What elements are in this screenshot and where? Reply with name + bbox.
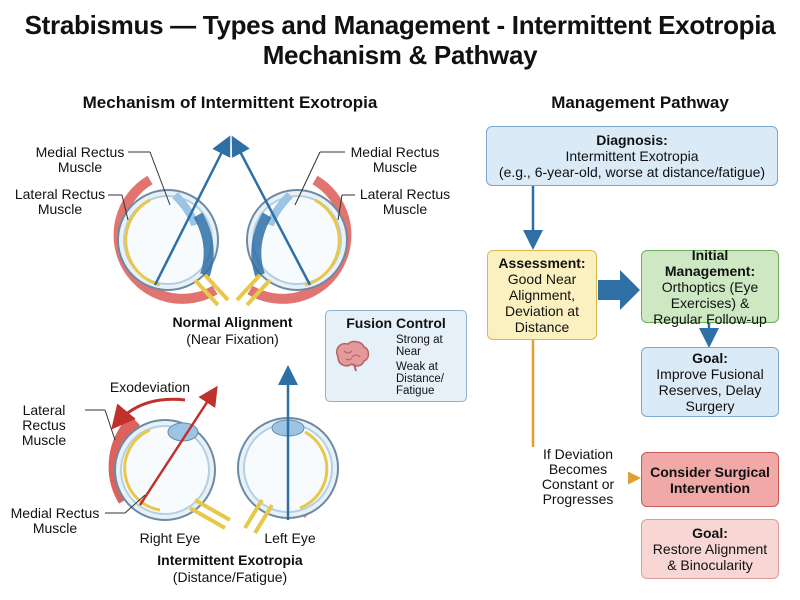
mechanism-heading: Mechanism of Intermittent Exotropia: [82, 93, 378, 112]
assessment-line: Distance: [514, 319, 570, 335]
arrow-assessment-initial: [598, 270, 640, 310]
upper-left-eye: [235, 175, 352, 307]
diagnosis-line1: Intermittent Exotropia: [565, 148, 699, 164]
surgery-line: Intervention: [669, 479, 751, 496]
diagnosis-box: Diagnosis: Intermittent Exotropia (e.g.,…: [486, 126, 778, 186]
assessment-line: Deviation at: [505, 303, 579, 319]
assessment-line: Good Near: [507, 271, 577, 287]
assessment-box: Assessment: Good Near Alignment, Deviati…: [487, 250, 597, 340]
page-title-line2: Mechanism & Pathway: [262, 40, 538, 70]
right-eye-label: Right Eye: [139, 530, 201, 546]
goal-fusional-title: Goal:: [692, 350, 728, 366]
left-eye-label: Left Eye: [264, 530, 316, 546]
fusion-control-title: Fusion Control: [346, 315, 446, 331]
brain-icon: [336, 340, 370, 372]
assessment-line: Alignment,: [508, 287, 576, 303]
goal-fusional-box: Goal: Improve Fusional Reserves, Delay S…: [641, 347, 779, 417]
normal-alignment-caption: Normal Alignment: [172, 314, 293, 330]
page-title: Strabismus — Types and Management - Inte…: [24, 10, 776, 40]
ixt-caption: Intermittent Exotropia: [157, 552, 303, 568]
lower-right-eye: [108, 415, 231, 530]
ixt-subcaption: (Distance/Fatigue): [172, 569, 288, 585]
goal-fusional-line: Surgery: [685, 398, 735, 414]
goal-alignment-box: Goal: Restore Alignment & Binocularity: [641, 519, 779, 579]
deviating-axis-arrow: [138, 385, 218, 506]
assessment-title: Assessment:: [498, 255, 586, 271]
goal-fusional-line: Improve Fusional: [656, 366, 764, 382]
diagnosis-title: Diagnosis:: [596, 132, 668, 148]
goal-fusional-line: Reserves, Delay: [658, 382, 762, 398]
normal-alignment-subcaption: (Near Fixation): [186, 331, 279, 347]
initial-management-box: Initial Management: Orthoptics (Eye Exer…: [641, 246, 779, 327]
surgery-title: Consider Surgical: [650, 463, 770, 480]
exodeviation-label: Exodeviation: [109, 379, 191, 395]
upper-right-eye: [113, 175, 230, 307]
initial-management-line: Orthoptics (Eye: [661, 278, 759, 295]
surgery-box: Consider Surgical Intervention: [641, 452, 779, 507]
goal-alignment-title: Goal:: [692, 525, 728, 541]
line-of-sight-left: [231, 135, 312, 286]
line-of-sight-right: [153, 135, 231, 286]
diagnosis-line2: (e.g., 6-year-old, worse at distance/fat…: [498, 164, 766, 180]
initial-management-line: Exercises) &: [670, 294, 750, 311]
management-heading: Management Pathway: [551, 93, 729, 112]
goal-alignment-line: & Binocularity: [667, 557, 753, 573]
goal-alignment-line: Restore Alignment: [652, 541, 768, 557]
initial-management-line: Regular Follow-up: [653, 310, 767, 327]
exodeviation-arrow: [111, 397, 186, 430]
initial-management-title: Initial Management:: [664, 246, 756, 279]
